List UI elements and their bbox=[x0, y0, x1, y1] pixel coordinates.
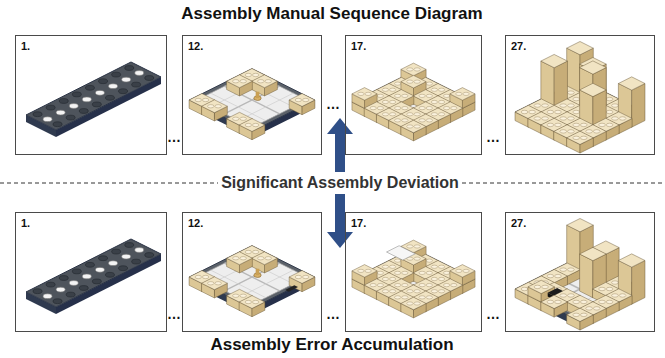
step-number: 17. bbox=[351, 217, 366, 229]
step-number: 27. bbox=[511, 217, 526, 229]
step17-model bbox=[352, 63, 475, 141]
step12-model bbox=[189, 246, 315, 317]
ellipsis-mark: … bbox=[167, 129, 181, 145]
baseplate-model bbox=[26, 62, 161, 137]
ellipsis-mark: … bbox=[167, 306, 181, 322]
step-panel: 1. bbox=[15, 35, 167, 155]
step17-model bbox=[352, 240, 475, 318]
step-number: 1. bbox=[21, 40, 30, 52]
ellipsis-mark: … bbox=[486, 129, 500, 145]
step-panel: 17. bbox=[345, 35, 482, 155]
step-panel: 27. bbox=[505, 212, 655, 332]
ellipsis-mark: … bbox=[326, 96, 340, 112]
step27-model bbox=[515, 42, 645, 154]
error-piece bbox=[285, 285, 298, 291]
step27-model bbox=[515, 219, 645, 331]
step-panel: 12. bbox=[182, 212, 322, 332]
step-panel: 1. bbox=[15, 212, 167, 332]
step-panel: 27. bbox=[505, 35, 655, 155]
misplaced-brick bbox=[387, 246, 416, 260]
step12-model bbox=[189, 69, 315, 140]
baseplate-model bbox=[26, 239, 161, 314]
step-number: 12. bbox=[188, 217, 203, 229]
diagram-caption: Assembly Error Accumulation bbox=[210, 335, 453, 355]
ellipsis-mark: … bbox=[326, 306, 340, 322]
ellipsis-mark: … bbox=[486, 306, 500, 322]
step-number: 27. bbox=[511, 40, 526, 52]
step-number: 1. bbox=[21, 217, 30, 229]
step-number: 17. bbox=[351, 40, 366, 52]
step-number: 12. bbox=[188, 40, 203, 52]
divider-label: Significant Assembly Deviation bbox=[218, 174, 462, 192]
step-panel: 17. bbox=[345, 212, 482, 332]
diagram-title: Assembly Manual Sequence Diagram bbox=[181, 4, 482, 24]
step-panel: 12. bbox=[182, 35, 322, 155]
